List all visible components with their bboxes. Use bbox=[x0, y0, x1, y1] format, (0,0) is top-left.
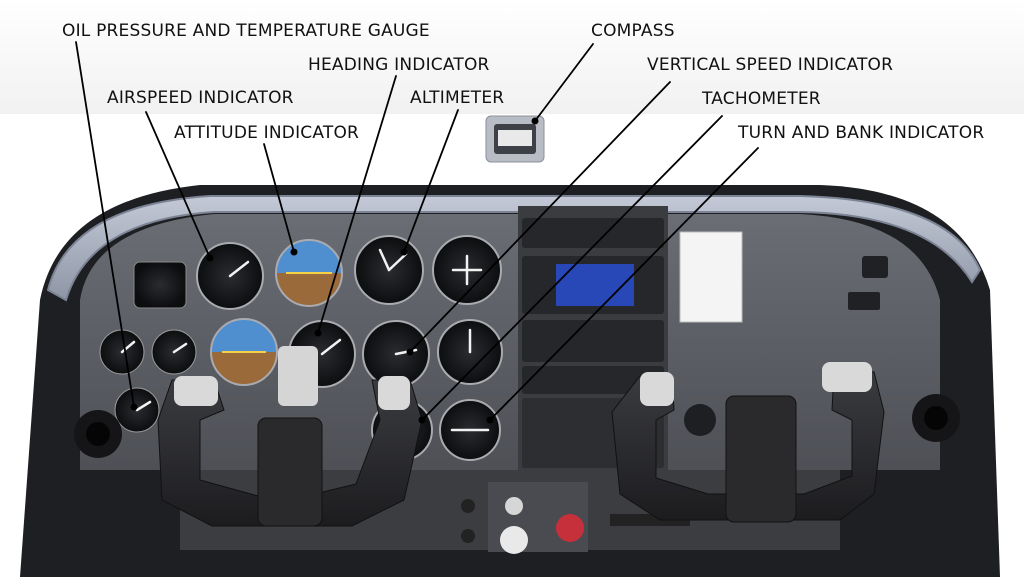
leader-attitude bbox=[263, 143, 295, 253]
label-oil-gauge: OIL PRESSURE AND TEMPERATURE GAUGE bbox=[62, 21, 430, 41]
label-heading-indicator: HEADING INDICATOR bbox=[308, 55, 490, 75]
label-tachometer: TACHOMETER bbox=[702, 89, 821, 109]
leader-dot-oil-gauge bbox=[130, 403, 138, 411]
label-altimeter: ALTIMETER bbox=[410, 88, 505, 108]
leader-dot-tachometer bbox=[418, 416, 426, 424]
label-compass: COMPASS bbox=[591, 21, 675, 41]
leader-oil-gauge bbox=[75, 41, 135, 408]
label-airspeed-indicator: AIRSPEED INDICATOR bbox=[107, 88, 294, 108]
label-vertical-speed-indicator: VERTICAL SPEED INDICATOR bbox=[647, 55, 894, 75]
leader-dot-compass bbox=[531, 117, 539, 125]
leader-dot-heading bbox=[314, 329, 322, 337]
leader-vsi bbox=[409, 81, 671, 353]
leader-altimeter bbox=[403, 109, 459, 253]
leader-turn-bank bbox=[489, 147, 759, 421]
leader-dot-altimeter bbox=[400, 248, 408, 256]
label-attitude-indicator: ATTITUDE INDICATOR bbox=[174, 123, 360, 143]
leader-dot-attitude bbox=[290, 248, 298, 256]
leader-compass bbox=[534, 43, 594, 122]
leader-airspeed bbox=[145, 111, 211, 259]
leader-dot-turn-bank bbox=[486, 416, 494, 424]
leader-heading bbox=[317, 75, 397, 334]
label-turn-and-bank-indicator: TURN AND BANK INDICATOR bbox=[738, 123, 985, 143]
leader-dot-airspeed bbox=[206, 254, 214, 262]
leader-tachometer bbox=[421, 115, 723, 421]
leader-dot-vsi bbox=[406, 348, 414, 356]
